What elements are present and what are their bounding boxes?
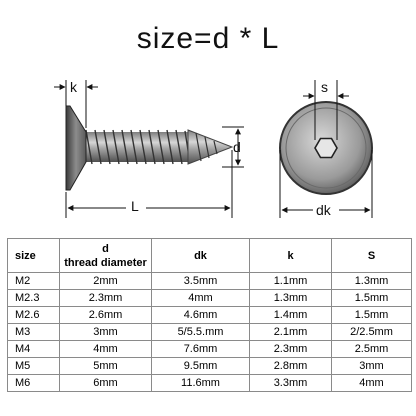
- cell-s: 1.5mm: [331, 289, 412, 307]
- cell-d: 2.6mm: [59, 306, 152, 324]
- cell-dk: 11.6mm: [151, 374, 250, 392]
- header-s: S: [331, 238, 412, 273]
- table-row: M4 4mm 7.6mm 2.3mm 2.5mm: [7, 340, 412, 358]
- cell-s: 4mm: [331, 374, 412, 392]
- cell-k: 2.3mm: [249, 340, 332, 358]
- cell-s: 2/2.5mm: [331, 323, 412, 341]
- cell-size: M2.6: [7, 306, 60, 324]
- dimension-dk: dk: [279, 150, 373, 218]
- cell-s: 1.3mm: [331, 272, 412, 290]
- cell-dk: 7.6mm: [151, 340, 250, 358]
- cell-size: M4: [7, 340, 60, 358]
- label-dk: dk: [316, 202, 332, 218]
- cell-k: 2.1mm: [249, 323, 332, 341]
- screw-head-top-view: [279, 101, 373, 195]
- cell-s: 2.5mm: [331, 340, 412, 358]
- screw-dimension-diagram: k d L s dk: [54, 79, 373, 218]
- cell-k: 1.4mm: [249, 306, 332, 324]
- cell-size: M2: [7, 272, 60, 290]
- cell-s: 1.5mm: [331, 306, 412, 324]
- label-L: L: [131, 198, 139, 214]
- cell-size: M2.3: [7, 289, 60, 307]
- dimension-k: k: [54, 79, 98, 128]
- cell-dk: 3.5mm: [151, 272, 250, 290]
- cell-d: 5mm: [59, 357, 152, 375]
- screw-side-view: [65, 105, 234, 191]
- cell-k: 2.8mm: [249, 357, 332, 375]
- page-title: size=d * L: [136, 22, 280, 55]
- cell-d: 4mm: [59, 340, 152, 358]
- label-s: s: [321, 79, 328, 95]
- cell-k: 1.1mm: [249, 272, 332, 290]
- dimension-d: d: [222, 126, 244, 168]
- cell-k: 3.3mm: [249, 374, 332, 392]
- label-k: k: [70, 79, 78, 95]
- cell-s: 3mm: [331, 357, 412, 375]
- cell-k: 1.3mm: [249, 289, 332, 307]
- label-d: d: [233, 139, 241, 155]
- header-dk: dk: [151, 238, 250, 273]
- table-row: M2.3 2.3mm 4mm 1.3mm 1.5mm: [7, 289, 412, 307]
- cell-size: M6: [7, 374, 60, 392]
- dimension-s: s: [303, 79, 349, 140]
- cell-d: 2.3mm: [59, 289, 152, 307]
- header-d-symbol: d: [102, 242, 109, 255]
- header-k: k: [249, 238, 332, 273]
- cell-d: 3mm: [59, 323, 152, 341]
- screw-spec-table: size d thread diameter dk k S M2 2mm 3.5…: [7, 238, 412, 392]
- screw-tip: [187, 129, 234, 165]
- cell-dk: 4.6mm: [151, 306, 250, 324]
- cell-d: 6mm: [59, 374, 152, 392]
- table-row: M6 6mm 11.6mm 3.3mm 4mm: [7, 374, 412, 392]
- table-row: M2.6 2.6mm 4.6mm 1.4mm 1.5mm: [7, 306, 412, 324]
- screw-head: [65, 105, 87, 191]
- table-row: M5 5mm 9.5mm 2.8mm 3mm: [7, 357, 412, 375]
- cell-size: M3: [7, 323, 60, 341]
- cell-size: M5: [7, 357, 60, 375]
- dimension-L: L: [65, 150, 233, 218]
- cell-dk: 4mm: [151, 289, 250, 307]
- cell-d: 2mm: [59, 272, 152, 290]
- header-d-desc: thread diameter: [64, 256, 147, 269]
- table-row: M2 2mm 3.5mm 1.1mm 1.3mm: [7, 272, 412, 290]
- header-d: d thread diameter: [59, 238, 152, 273]
- table-header-row: size d thread diameter dk k S: [7, 238, 412, 273]
- table-row: M3 3mm 5/5.5.mm 2.1mm 2/2.5mm: [7, 323, 412, 341]
- hex-socket: [314, 137, 338, 159]
- cell-dk: 9.5mm: [151, 357, 250, 375]
- header-size: size: [7, 238, 60, 273]
- cell-dk: 5/5.5.mm: [151, 323, 250, 341]
